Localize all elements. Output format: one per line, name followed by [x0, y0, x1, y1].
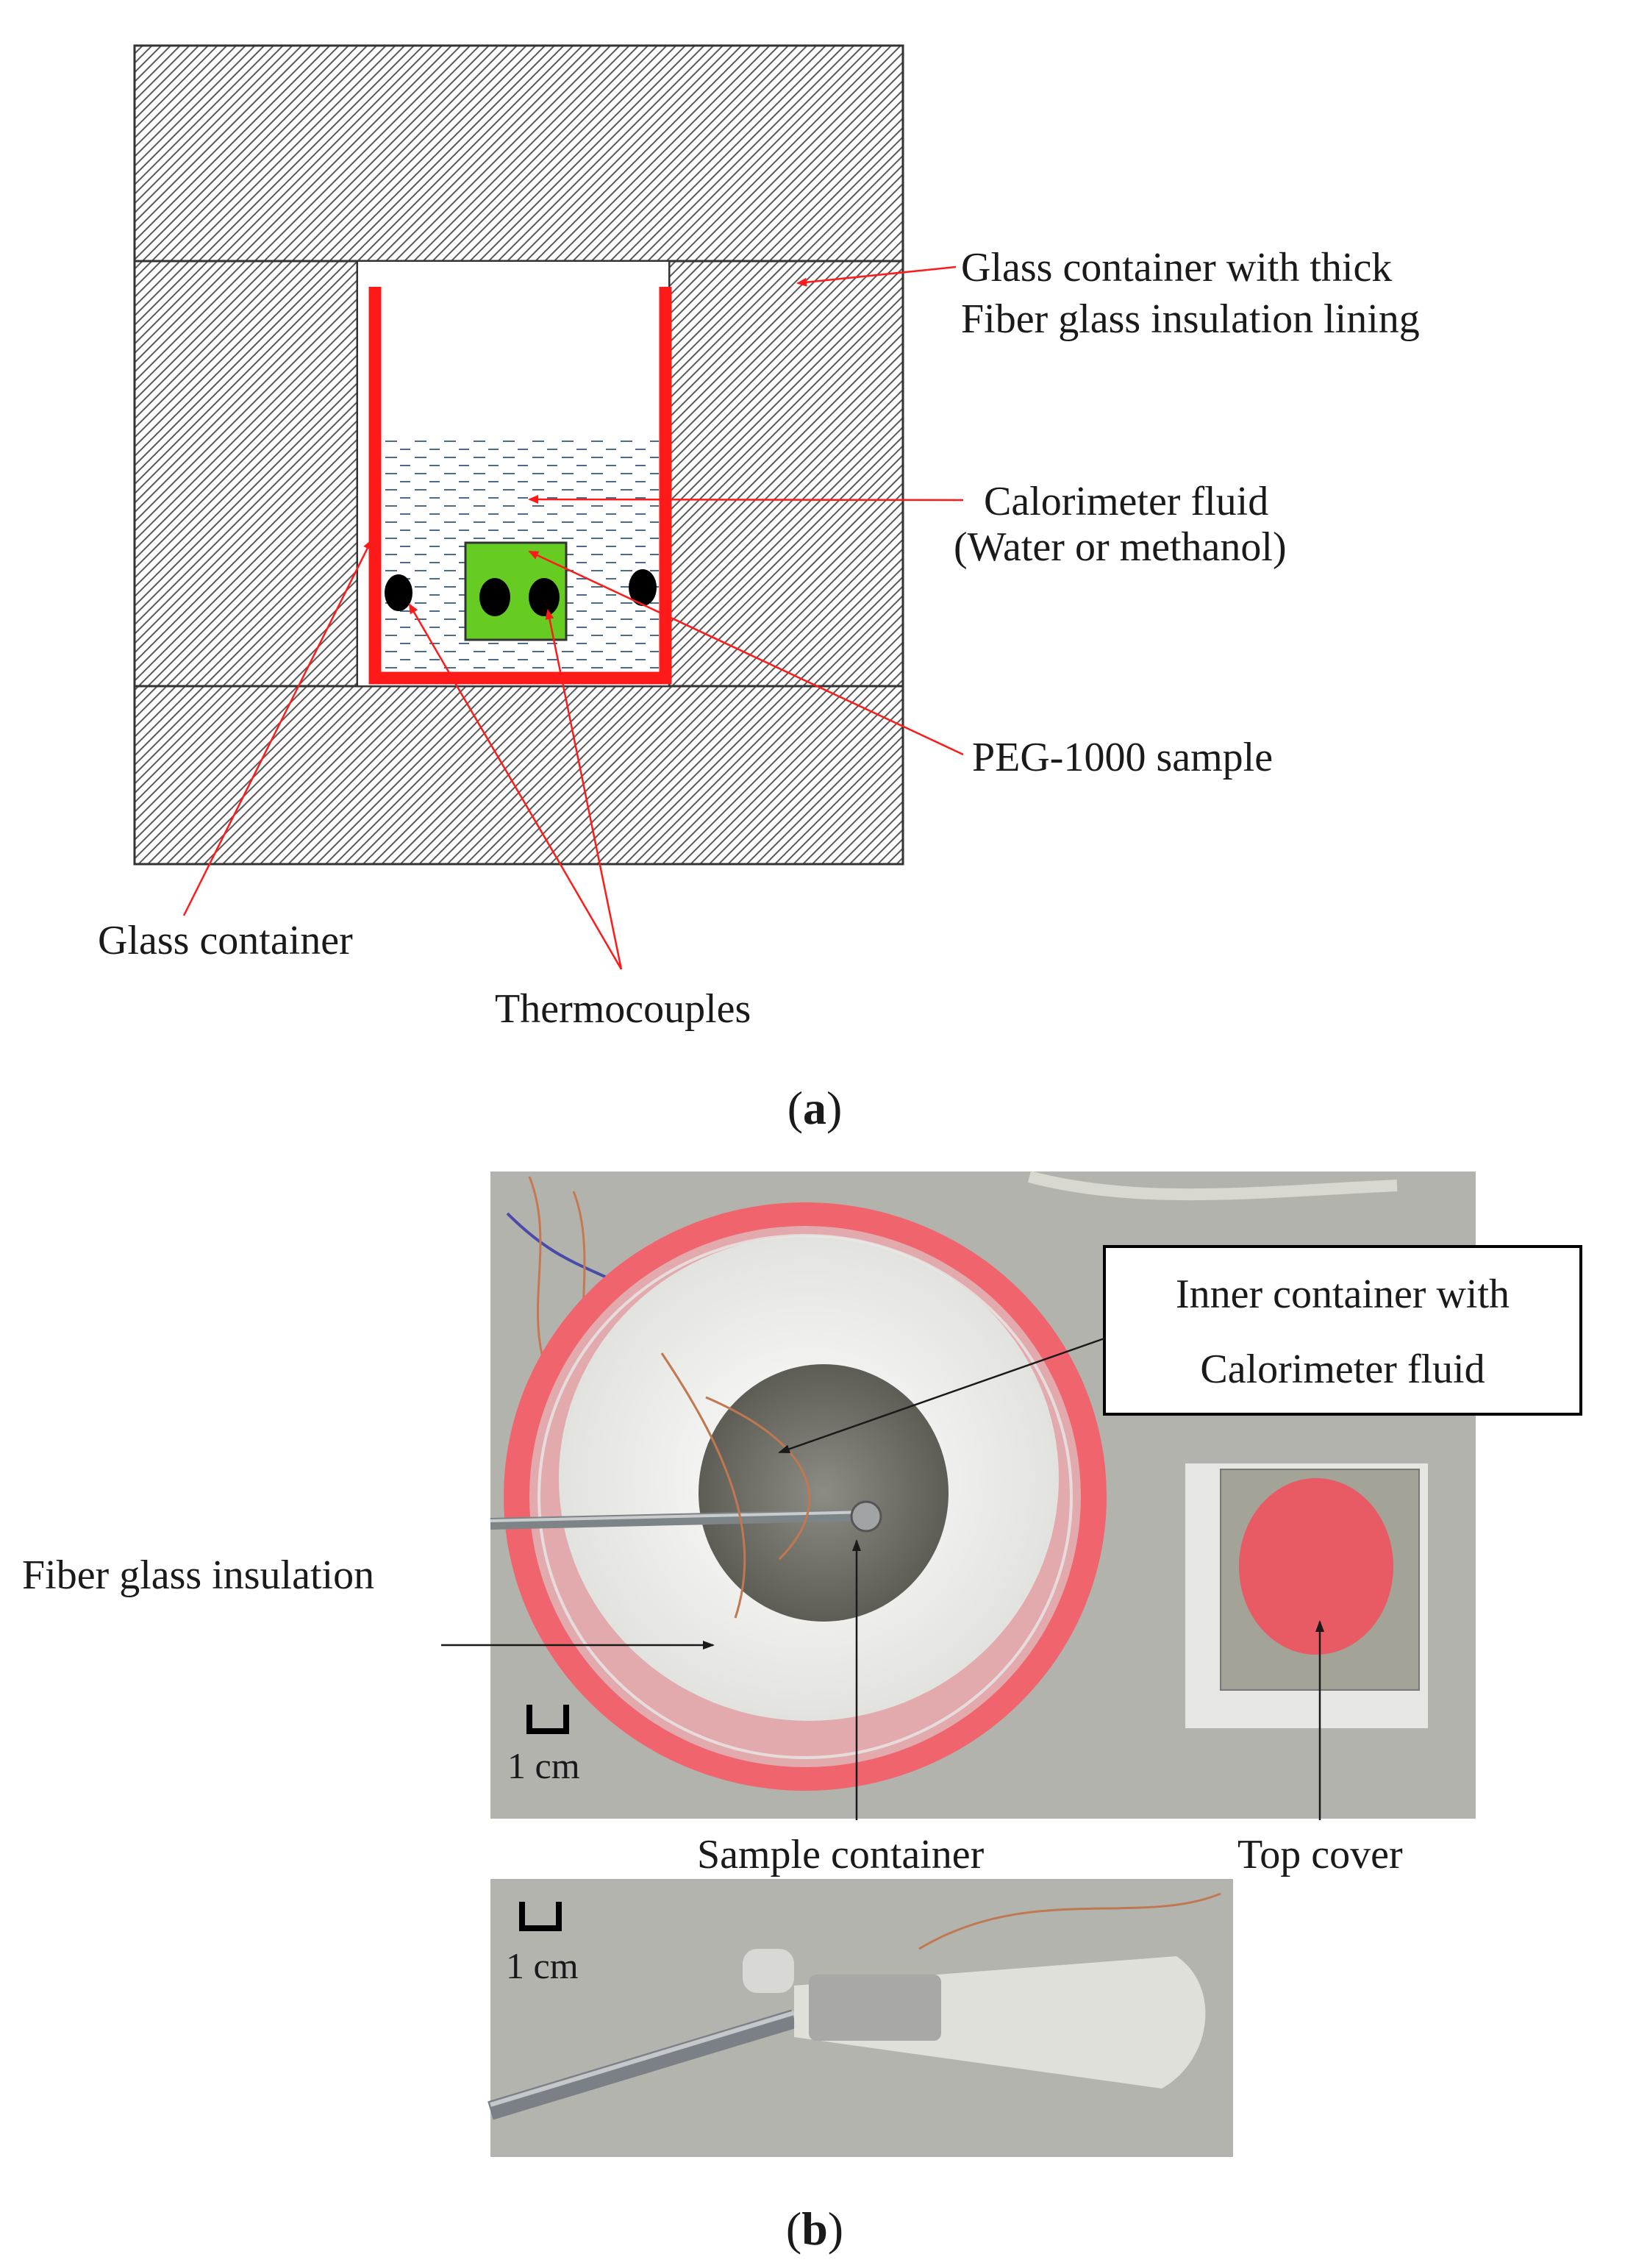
thermocouple-dot — [529, 578, 560, 616]
scale-bar-bottom-icon — [519, 1902, 562, 1931]
insulation-top-block — [133, 44, 904, 263]
thermocouple-dot — [479, 578, 510, 616]
arrow-glass-container — [182, 539, 373, 916]
insulation-bottom-block — [133, 685, 904, 866]
label-glass-container: Glass container — [98, 918, 353, 963]
label-fluid-line1: Calorimeter fluid — [984, 479, 1268, 524]
photo-sample-container: 1 cm — [487, 1879, 1233, 2157]
insulation-right-block — [668, 260, 904, 688]
stirring-rod — [490, 1509, 868, 1530]
label-sample-container: Sample container — [697, 1832, 985, 1877]
inner-container-opening — [699, 1364, 949, 1622]
arrow-thermocouple-right — [545, 609, 623, 970]
label-fiber-glass-insulation: Fiber glass insulation — [22, 1552, 374, 1598]
label-thermocouples: Thermocouples — [495, 986, 751, 1032]
arrow-insulation — [796, 265, 957, 287]
label-insulation-line2: Fiber glass insulation lining — [961, 296, 1420, 342]
callout-inner-line2: Calorimeter fluid — [1200, 1347, 1485, 1392]
insulation-left-block — [133, 260, 359, 688]
label-sample: PEG-1000 sample — [972, 735, 1273, 780]
scale-bar-top-icon — [526, 1705, 569, 1734]
arrow-inner-container — [778, 1337, 1105, 1454]
arrow-thermocouple-left — [408, 603, 623, 970]
label-top-cover: Top cover — [1237, 1832, 1403, 1877]
callout-box — [1103, 1245, 1582, 1416]
arrow-sample — [528, 550, 964, 756]
scale-bar-top-label: 1 cm — [507, 1745, 580, 1786]
scale-bar-bottom-label: 1 cm — [506, 1945, 579, 1986]
panel-label-a: (a) — [787, 1082, 843, 1134]
panel-label-b: (b) — [786, 2203, 843, 2255]
thermocouple-dot — [385, 574, 412, 611]
photo-calorimeter-top-view: 1 cm Inner container with Calorimeter fl… — [441, 1171, 1582, 1820]
callout-inner-line1: Inner container with — [1176, 1272, 1510, 1317]
top-cover — [1185, 1463, 1428, 1728]
thermocouple-dot — [629, 569, 657, 606]
glass-container-wall — [368, 287, 672, 685]
label-insulation-line1: Glass container with thick — [961, 245, 1392, 290]
figure-a-schematic: Glass container with thick Fiber glass i… — [98, 44, 1420, 1134]
arrow-fluid — [528, 495, 964, 504]
label-fluid-line2: (Water or methanol) — [954, 524, 1287, 570]
figure-b-photos: 1 cm Inner container with Calorimeter fl… — [22, 1171, 1582, 2255]
